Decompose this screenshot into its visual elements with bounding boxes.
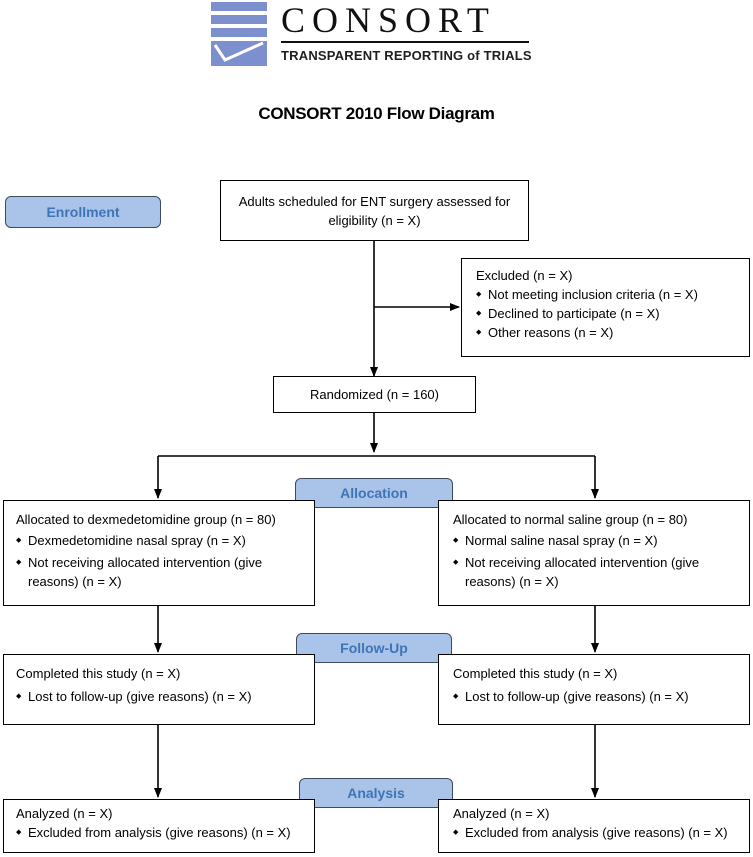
right-analysis-box: Analyzed (n = X) Excluded from analysis …: [438, 799, 750, 853]
right-followup-item: Lost to follow-up (give reasons) (n = X): [453, 687, 735, 706]
stage-followup: Follow-Up: [296, 633, 452, 663]
diagram-title: CONSORT 2010 Flow Diagram: [258, 104, 495, 123]
left-allocation-list: Dexmedetomidine nasal spray (n = X) Not …: [16, 531, 302, 591]
left-followup-item: Lost to follow-up (give reasons) (n = X): [16, 687, 302, 706]
left-analysis-item: Excluded from analysis (give reasons) (n…: [16, 823, 302, 842]
stage-analysis: Analysis: [299, 778, 453, 808]
right-analysis-item: Excluded from analysis (give reasons) (n…: [453, 823, 735, 842]
left-analysis-list: Excluded from analysis (give reasons) (n…: [16, 823, 302, 842]
assessed-box: Adults scheduled for ENT surgery assesse…: [220, 180, 529, 241]
right-analysis-title: Analyzed (n = X): [453, 806, 550, 821]
right-allocation-item: Normal saline nasal spray (n = X): [453, 531, 735, 550]
right-allocation-title: Allocated to normal saline group (n = 80…: [453, 512, 688, 527]
right-allocation-item: Not receiving allocated intervention (gi…: [453, 553, 735, 591]
right-analysis-list: Excluded from analysis (give reasons) (n…: [453, 823, 735, 842]
randomized-box: Randomized (n = 160): [273, 376, 476, 413]
right-followup-title: Completed this study (n = X): [453, 666, 618, 681]
excluded-title: Excluded (n = X): [476, 268, 573, 283]
excluded-item: Declined to participate (n = X): [476, 304, 735, 323]
left-followup-box: Completed this study (n = X) Lost to fol…: [3, 654, 315, 725]
left-allocation-box: Allocated to dexmedetomidine group (n = …: [3, 500, 315, 606]
left-followup-list: Lost to follow-up (give reasons) (n = X): [16, 687, 302, 706]
stage-enrollment: Enrollment: [5, 196, 161, 228]
logo-divider: [281, 41, 529, 43]
left-allocation-title: Allocated to dexmedetomidine group (n = …: [16, 512, 276, 527]
left-analysis-box: Analyzed (n = X) Excluded from analysis …: [3, 799, 315, 853]
left-allocation-item: Dexmedetomidine nasal spray (n = X): [16, 531, 302, 550]
randomized-text: Randomized (n = 160): [310, 387, 439, 402]
logo-wordmark: CONSORT: [281, 0, 496, 40]
right-allocation-box: Allocated to normal saline group (n = 80…: [438, 500, 750, 606]
excluded-item: Other reasons (n = X): [476, 323, 735, 342]
right-followup-box: Completed this study (n = X) Lost to fol…: [438, 654, 750, 725]
assessed-text: Adults scheduled for ENT surgery assesse…: [238, 193, 511, 228]
excluded-item: Not meeting inclusion criteria (n = X): [476, 285, 735, 304]
left-followup-title: Completed this study (n = X): [16, 666, 181, 681]
excluded-list: Not meeting inclusion criteria (n = X) D…: [476, 285, 735, 342]
left-analysis-title: Analyzed (n = X): [16, 806, 113, 821]
excluded-box: Excluded (n = X) Not meeting inclusion c…: [461, 258, 750, 357]
logo-subtitle: TRANSPARENT REPORTING of TRIALS: [281, 48, 532, 63]
consort-logo-mark-icon: [211, 2, 267, 66]
stage-allocation: Allocation: [295, 478, 453, 508]
left-allocation-item: Not receiving allocated intervention (gi…: [16, 553, 302, 591]
right-allocation-list: Normal saline nasal spray (n = X) Not re…: [453, 531, 735, 591]
right-followup-list: Lost to follow-up (give reasons) (n = X): [453, 687, 735, 706]
